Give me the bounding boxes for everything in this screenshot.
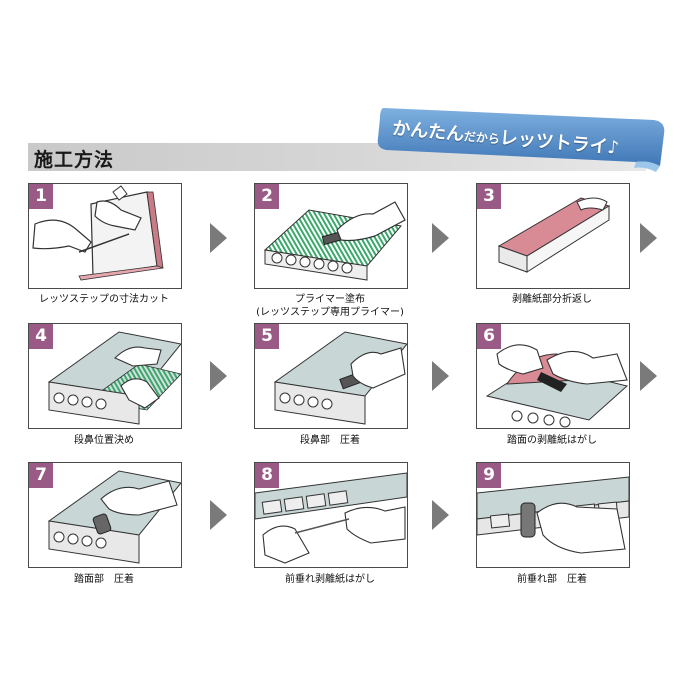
arrow-icon: [640, 223, 657, 253]
step-9-illustration: [477, 476, 629, 554]
banner-ribbon: [377, 108, 665, 172]
arrow-icon: [210, 223, 227, 253]
step-panel-2: 2: [254, 183, 408, 289]
arrow-icon: [432, 500, 449, 530]
step-number: 2: [255, 184, 279, 209]
step-5-illustration: [273, 331, 407, 425]
step-number: 8: [255, 463, 279, 488]
step-panel-9: 9: [476, 462, 630, 568]
page-title: 施工方法: [34, 149, 115, 171]
step-caption-7: 踏面部 圧着: [74, 574, 134, 585]
step-panel-7: 7: [28, 462, 182, 568]
arrow-icon: [210, 361, 227, 391]
step-number: 7: [29, 463, 53, 488]
step-number: 4: [29, 324, 53, 349]
step-caption-2: プライマー塗布 (レッツステップ専用プライマー): [240, 293, 420, 319]
step-panel-8: 8: [254, 462, 408, 568]
step-8-illustration: [255, 472, 407, 564]
step-6-illustration: [485, 344, 629, 428]
step-panel-3: 3: [476, 183, 630, 289]
step-number: 1: [29, 184, 53, 209]
step-7-illustration: [47, 470, 181, 564]
step-4-illustration: [47, 331, 181, 425]
arrow-icon: [640, 361, 657, 391]
step-panel-6: 6: [476, 323, 630, 429]
step-caption-9: 前垂れ部 圧着: [517, 574, 587, 585]
step-caption-3: 剥離紙部分折返し: [512, 294, 592, 305]
step-panel-1: 1: [28, 183, 182, 289]
step-panel-4: 4: [28, 323, 182, 429]
arrow-icon: [210, 500, 227, 530]
step-2-illustration: [263, 201, 406, 281]
step-1-illustration: [32, 185, 164, 281]
arrow-icon: [432, 223, 449, 253]
banner-text-2: だから: [463, 129, 501, 147]
step-caption-1: レッツステップの寸法カット: [39, 294, 169, 305]
step-caption-6: 踏面の剥離紙はがし: [507, 435, 597, 446]
arrow-icon: [432, 361, 449, 391]
step-number: 3: [477, 184, 501, 209]
step-number: 6: [477, 324, 501, 349]
step-caption-5: 段鼻部 圧着: [300, 435, 360, 446]
step-caption-2-line1: プライマー塗布: [295, 294, 365, 305]
step-caption-2-line2: (レッツステップ専用プライマー): [256, 307, 404, 318]
step-3-illustration: [497, 197, 611, 273]
step-number: 9: [477, 463, 501, 488]
step-caption-4: 段鼻位置決め: [74, 435, 134, 446]
step-panel-5: 5: [254, 323, 408, 429]
step-number: 5: [255, 324, 279, 349]
step-caption-8: 前垂れ剥離紙はがし: [285, 574, 375, 585]
